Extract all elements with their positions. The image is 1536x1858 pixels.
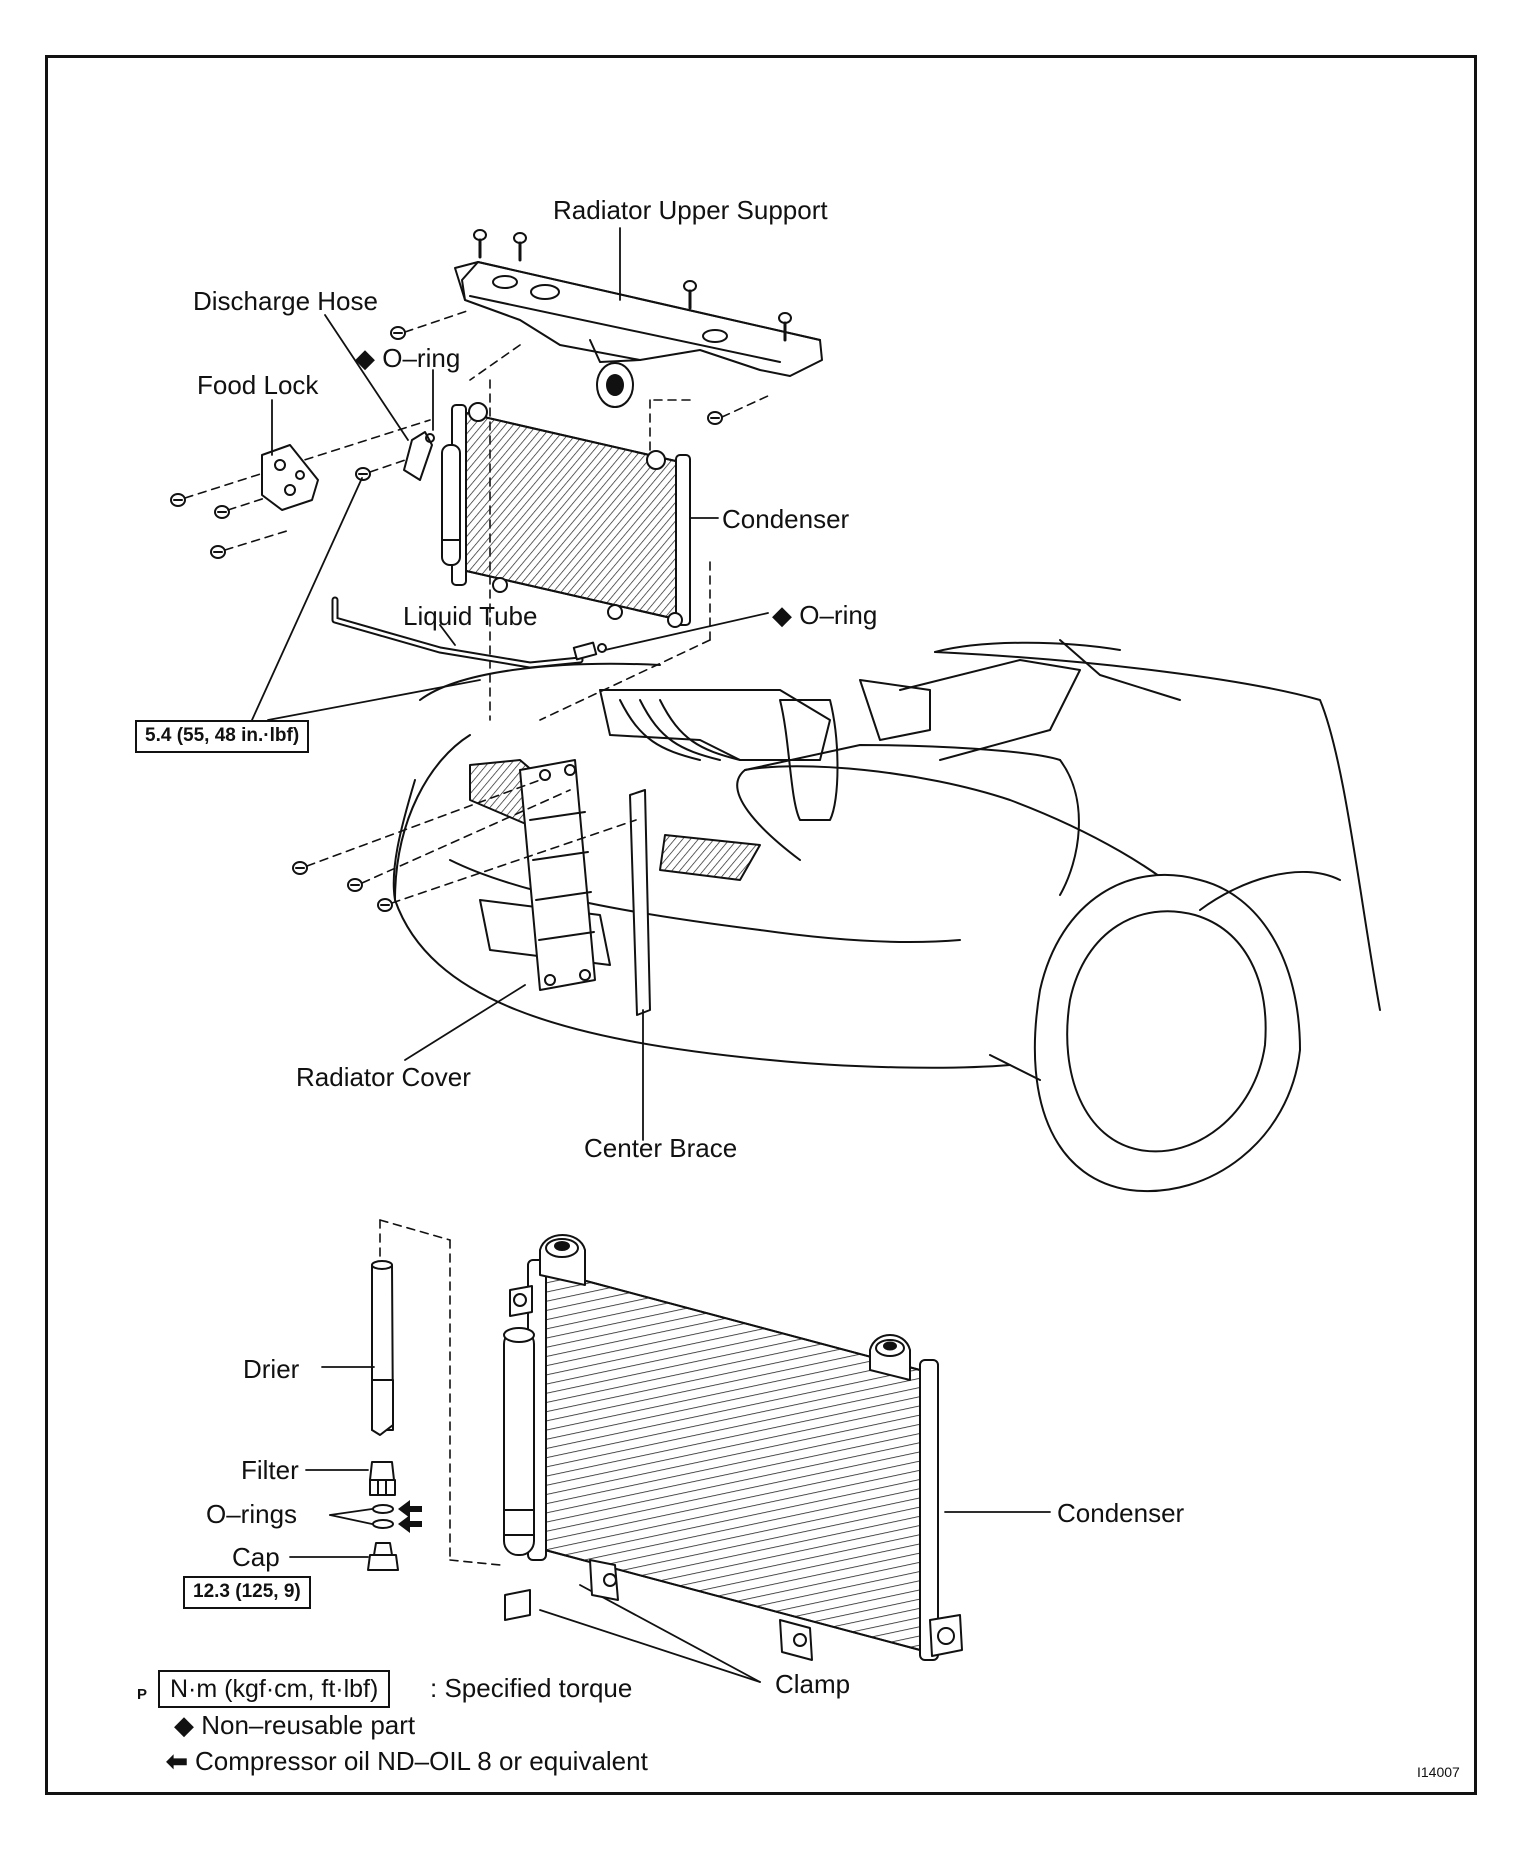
label-radiator-cover: Radiator Cover	[296, 1062, 471, 1092]
label-condenser-bottom: Condenser	[1057, 1498, 1185, 1528]
o-rings-part	[372, 1504, 394, 1529]
condenser-upper	[441, 402, 691, 628]
drier	[371, 1260, 394, 1436]
label-drier: Drier	[243, 1354, 300, 1384]
discharge-hose-fitting	[403, 431, 435, 481]
label-filter: Filter	[241, 1455, 299, 1485]
vehicle-body	[392, 639, 1381, 1193]
liquid-tube	[331, 596, 607, 669]
torque-spec-upper: 5.4 (55, 48 in.·lbf)	[135, 720, 310, 753]
label-clamp: Clamp	[775, 1669, 851, 1699]
label-o-ring-top: ◆ O–ring	[355, 343, 461, 373]
center-brace	[629, 789, 651, 1141]
label-liquid-tube: Liquid Tube	[403, 601, 538, 631]
filter-part	[369, 1461, 396, 1496]
oil-arrows	[398, 1500, 422, 1533]
label-condenser-top: Condenser	[722, 504, 850, 534]
legend-torque-text: : Specified torque	[430, 1673, 633, 1703]
label-radiator-upper-support: Radiator Upper Support	[553, 195, 828, 225]
legend-torque-units: N·m (kgf·cm, ft·lbf)	[158, 1670, 391, 1708]
figure-id: I14007	[1417, 1764, 1460, 1780]
legend-nonreusable: ◆ Non–reusable part	[174, 1710, 416, 1740]
legend-oil: ⬅ Compressor oil ND–OIL 8 or equivalent	[166, 1746, 648, 1776]
label-food-lock: Food Lock	[197, 370, 319, 400]
radiator-upper-support	[454, 261, 823, 408]
figure-frame	[45, 55, 1477, 1795]
torque-marker: P	[137, 1686, 148, 1703]
diamond-icon: ◆	[355, 343, 375, 373]
hood-lock	[261, 444, 319, 511]
torque-spec-cap: 12.3 (125, 9)	[183, 1576, 311, 1609]
condenser-detail	[503, 1234, 963, 1661]
label-discharge-hose: Discharge Hose	[193, 286, 378, 316]
bottom-leader-lines	[289, 1366, 1051, 1683]
cap-part	[367, 1542, 399, 1571]
label-o-ring-right: ◆ O–ring	[772, 600, 878, 630]
diamond-icon: ◆	[174, 1710, 194, 1740]
front-alignment-lines	[306, 779, 637, 904]
diamond-icon: ◆	[772, 600, 792, 630]
radiator-cover	[519, 759, 596, 991]
lower-leader-lines	[404, 984, 526, 1061]
arrow-left-icon: ⬅	[166, 1746, 188, 1776]
label-o-rings: O–rings	[206, 1499, 298, 1529]
label-cap: Cap	[232, 1542, 280, 1572]
label-center-brace: Center Brace	[584, 1133, 738, 1163]
front-bolts	[292, 861, 393, 912]
drier-alignment-lines	[379, 1219, 501, 1566]
